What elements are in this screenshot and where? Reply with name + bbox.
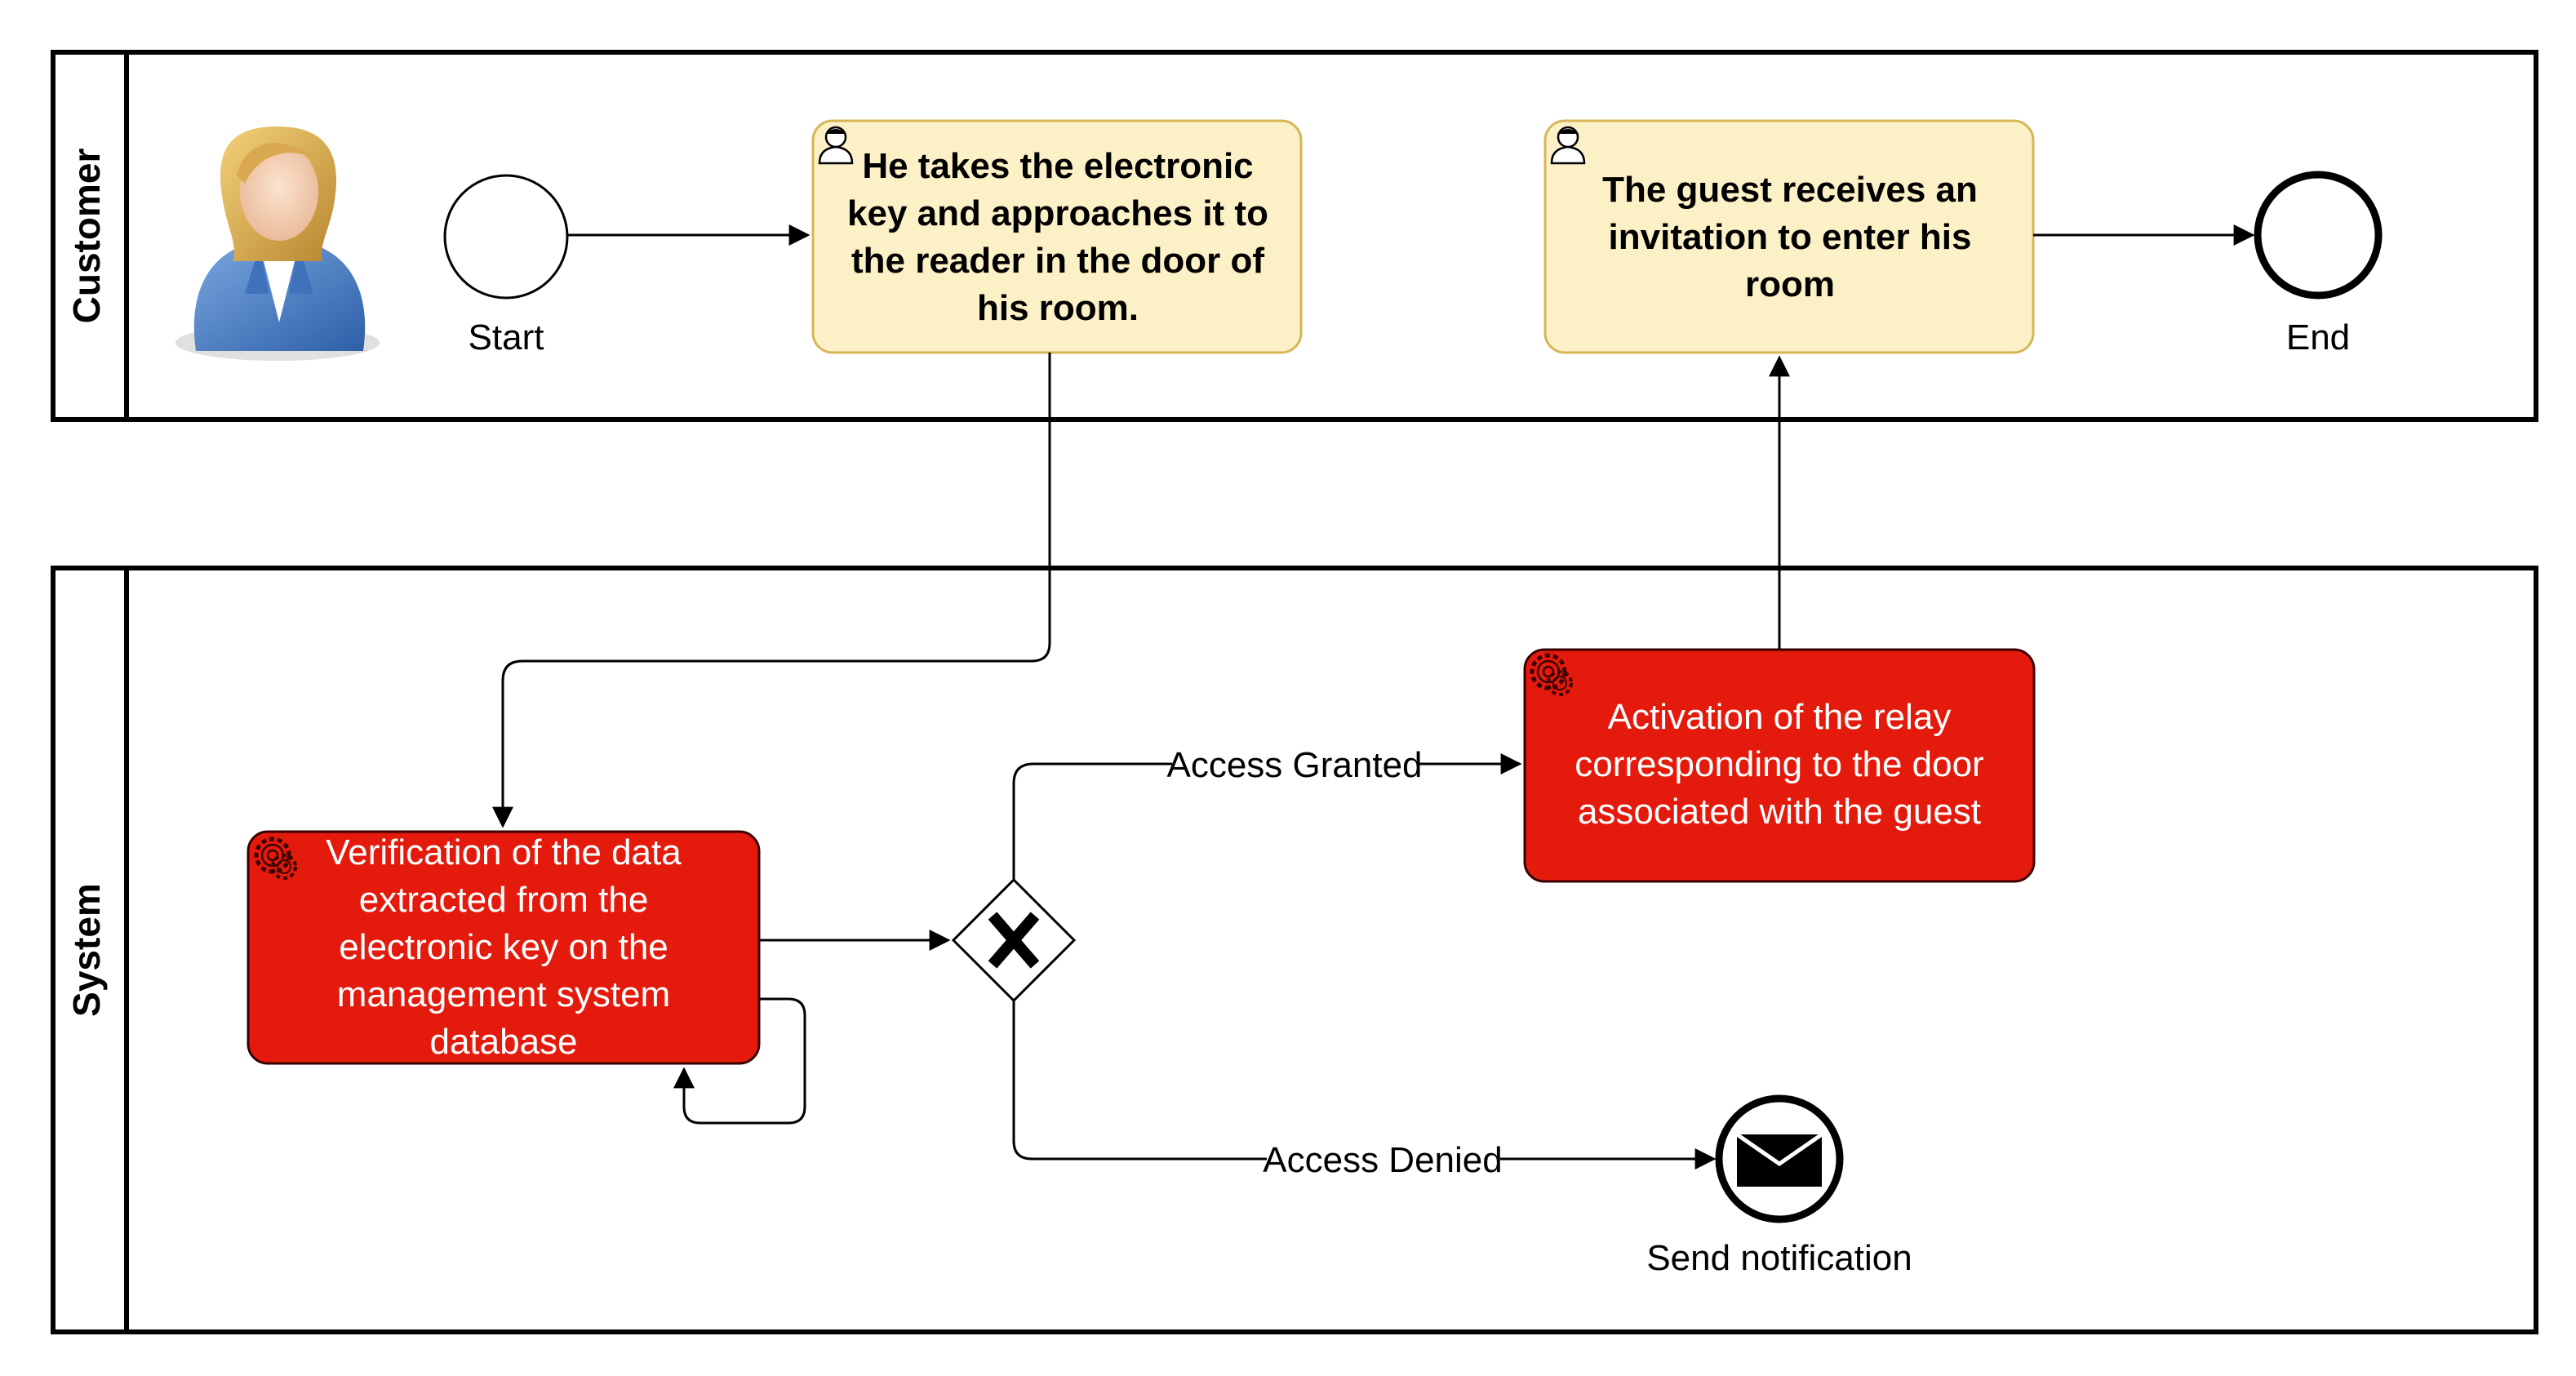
gear-icon [254,837,297,880]
exclusive-gateway[interactable] [951,877,1077,1003]
start-event-label: Start [469,317,544,357]
envelope-icon [1735,1132,1823,1187]
flow-take-key-to-verify[interactable] [492,353,1051,828]
end-event-label: End [2286,317,2350,357]
task-receive-invitation[interactable] [1543,119,2035,354]
end-event[interactable] [2254,171,2383,300]
task-verify-data[interactable] [246,830,761,1065]
user-icon [1550,126,1586,165]
access-granted-label: Access Granted [1166,745,1422,785]
customer-avatar-icon [175,127,380,361]
lane-title-system: System [65,883,108,1017]
flow-access-denied[interactable]: Access Denied [1012,1001,1717,1183]
user-icon [818,126,854,165]
access-denied-label: Access Denied [1263,1140,1502,1180]
task-receive-invitation-text: The guest receives an invitation to ente… [1602,170,1978,304]
start-event[interactable] [443,174,569,300]
task-verify-data-text: Verification of the data extracted from … [326,832,682,1062]
exclusive-gateway-x-icon [988,912,1040,969]
task-take-key[interactable] [811,119,1303,354]
lane-title-customer: Customer [65,149,108,324]
flow-verify-loop[interactable] [673,997,806,1125]
send-notification-event[interactable] [1715,1094,1844,1223]
send-notification-label: Send notification [1646,1238,1912,1278]
task-activate-relay-text: Activation of the relay corresponding to… [1574,697,1984,832]
gear-icon [1530,653,1573,696]
flow-access-granted[interactable]: Access Granted [1012,739,1522,880]
task-take-key-text: He takes the electronic key and approach… [847,146,1268,328]
